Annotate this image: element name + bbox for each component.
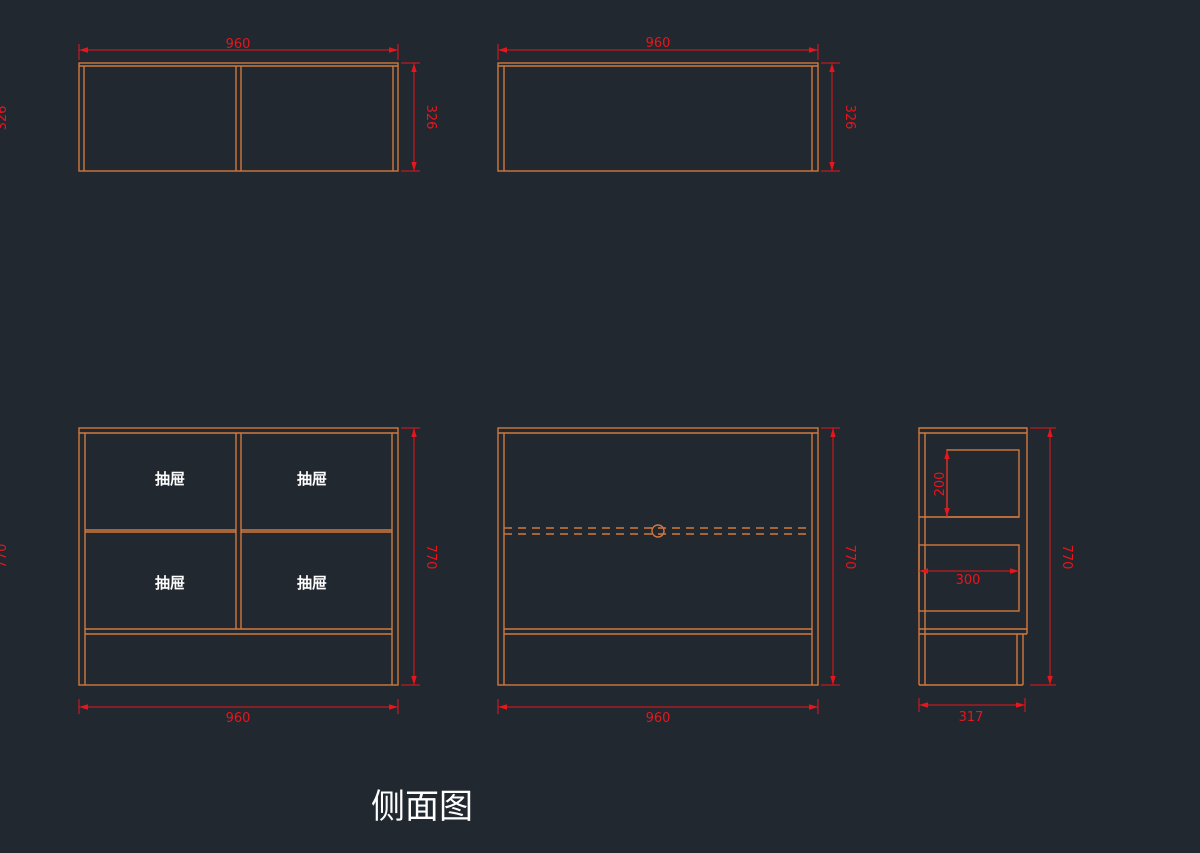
- back-width-dimension: 960: [497, 699, 819, 726]
- drawer-label-3: 抽屉: [155, 574, 185, 592]
- svg-text:960: 960: [226, 711, 251, 726]
- side-inner-height-dimension: 200: [933, 450, 950, 517]
- drawer-label-4: 抽屉: [297, 574, 327, 592]
- front-width-dimension: 960: [78, 699, 399, 726]
- side-view: [918, 427, 1028, 686]
- edge-dim-fragment-top: 326: [0, 106, 10, 131]
- drawer-label-2: 抽屉: [297, 470, 327, 488]
- top-left-view: [78, 62, 399, 172]
- top-right-width-dimension: 960: [497, 36, 819, 60]
- svg-text:770: 770: [1059, 545, 1074, 570]
- svg-text:960: 960: [646, 36, 671, 51]
- back-height-dimension: 770: [821, 427, 857, 686]
- svg-text:960: 960: [646, 711, 671, 726]
- side-height-dimension: 770: [1030, 427, 1074, 686]
- top-left-width-dimension: 960: [78, 37, 399, 60]
- top-right-view: [497, 62, 819, 172]
- svg-text:317: 317: [959, 710, 984, 725]
- side-inner-width-dimension: 300: [919, 568, 1019, 588]
- side-width-dimension: 317: [918, 698, 1026, 725]
- edge-dim-fragment-bottom: 770: [0, 544, 10, 569]
- svg-text:326: 326: [423, 105, 438, 130]
- drawer-label-1: 抽屉: [155, 470, 185, 488]
- back-view: [497, 427, 819, 686]
- top-left-height-dimension: 326: [401, 62, 438, 172]
- front-view: [78, 427, 399, 686]
- top-right-height-dimension: 326: [821, 62, 857, 172]
- svg-text:770: 770: [423, 545, 438, 570]
- svg-text:326: 326: [842, 105, 857, 130]
- drawing-title: 侧面图: [371, 787, 473, 827]
- front-height-dimension: 770: [401, 427, 438, 686]
- svg-text:200: 200: [933, 472, 948, 497]
- svg-text:960: 960: [226, 37, 251, 52]
- svg-text:300: 300: [956, 573, 981, 588]
- svg-text:770: 770: [842, 545, 857, 570]
